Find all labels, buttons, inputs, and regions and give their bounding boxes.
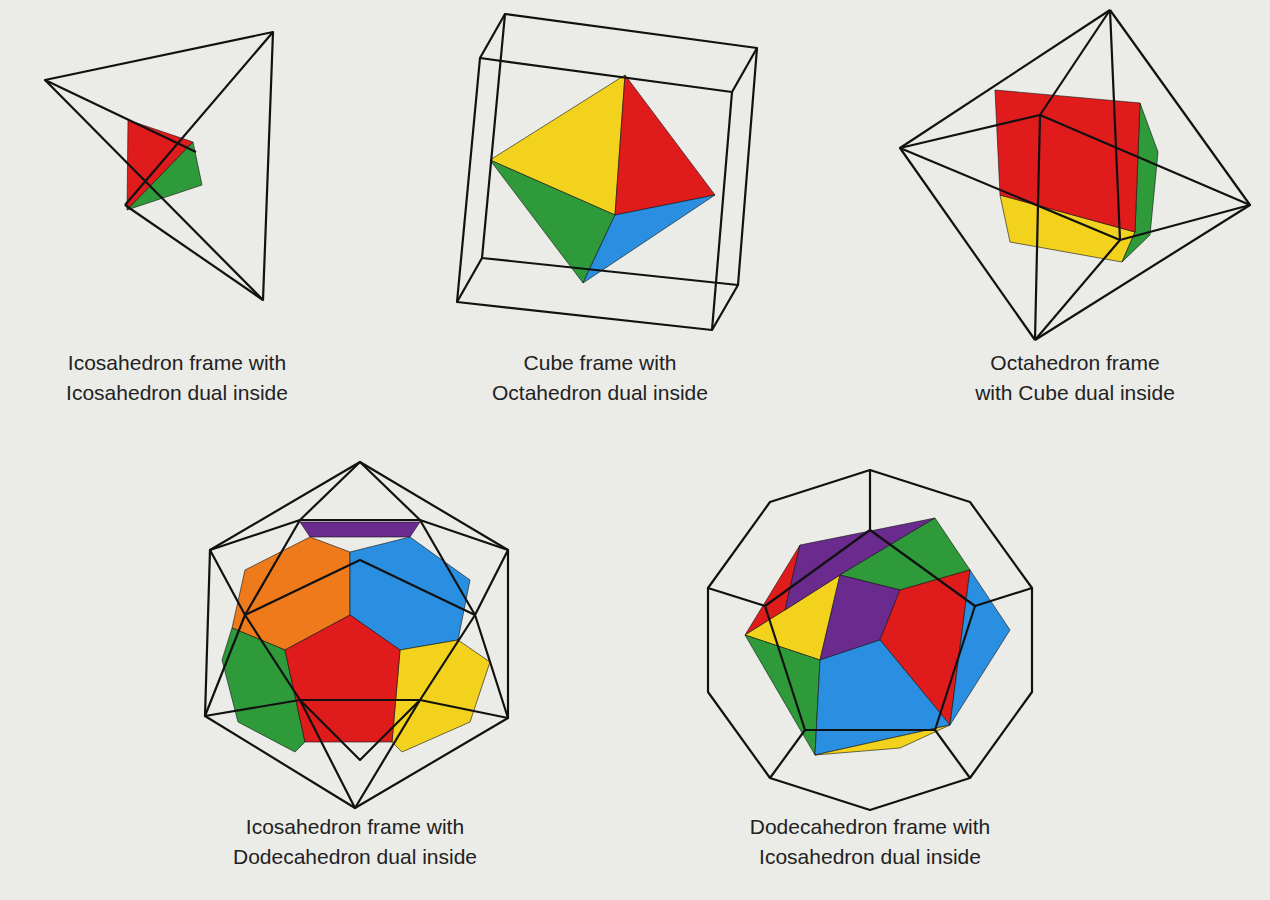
caption: Octahedron frame with Cube dual inside	[915, 348, 1235, 408]
frame-edge	[245, 560, 475, 615]
frame-edge	[45, 32, 273, 300]
frame-edge	[457, 58, 732, 330]
frame-edge	[245, 520, 475, 700]
frame-edge	[1110, 10, 1250, 205]
tetrahedron-figure	[45, 32, 273, 300]
caption: Icosahedron frame with Icosahedron dual …	[17, 348, 337, 408]
frame-edge	[1035, 240, 1120, 340]
frame-edge	[708, 470, 1032, 810]
frame-edge	[1035, 115, 1040, 340]
octahedron-figure	[900, 10, 1250, 340]
dual-face	[300, 522, 420, 537]
dual-face	[745, 635, 820, 755]
frame-edge	[205, 462, 508, 808]
caption: Dodecahedron frame with Icosahedron dual…	[710, 812, 1030, 872]
frame-edge	[1040, 10, 1110, 115]
frame-edge	[770, 730, 805, 778]
frame-edge	[125, 32, 273, 205]
frame-edge	[125, 205, 263, 300]
caption: Cube frame with Octahedron dual inside	[440, 348, 760, 408]
dual-face	[815, 640, 950, 755]
frame-edge	[975, 588, 1032, 606]
dual-face	[285, 615, 400, 742]
frame-edge	[482, 14, 757, 285]
frame-edge	[1035, 205, 1250, 340]
cube-figure	[457, 14, 757, 330]
frame-edge	[900, 10, 1110, 148]
frame-edge	[869, 470, 871, 530]
dual-face	[392, 640, 490, 752]
frame-edge	[765, 530, 975, 730]
frame-edge	[712, 285, 738, 330]
frame-edge	[205, 462, 508, 808]
frame-edge	[45, 80, 196, 152]
frame-edge	[732, 48, 757, 92]
frame-edge	[900, 148, 1035, 340]
caption: Icosahedron frame with Dodecahedron dual…	[195, 812, 515, 872]
icosahedron-figure	[205, 462, 508, 808]
dodecahedron-figure	[708, 470, 1032, 810]
frame-edge	[1110, 10, 1120, 240]
dual-face	[615, 75, 715, 215]
frame-edge	[935, 730, 970, 778]
frame-edge	[457, 258, 482, 302]
frame-edge	[300, 700, 420, 760]
frame-edge	[708, 588, 765, 606]
frame-edge	[480, 14, 505, 58]
